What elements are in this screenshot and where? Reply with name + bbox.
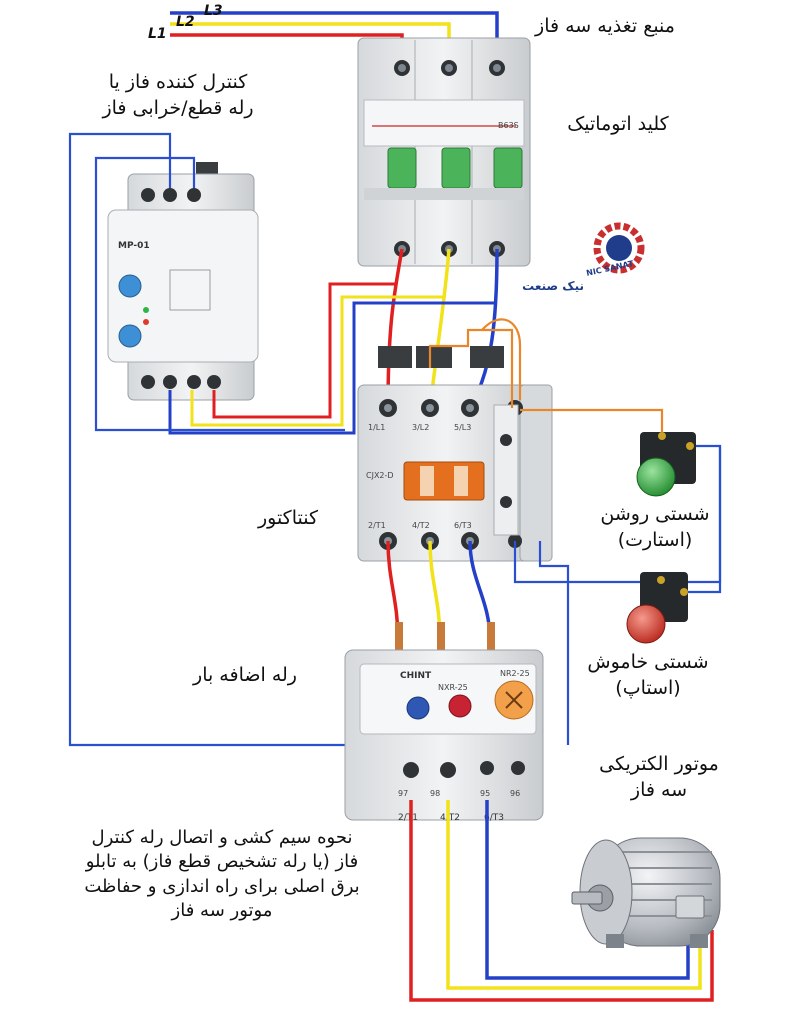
motor-label: موتور الکتریکی سه فاز bbox=[599, 753, 719, 801]
breaker-to-contactor-wires bbox=[386, 248, 499, 409]
overload-aux-2: 98 bbox=[430, 789, 440, 798]
overload-relay: CHINT NR2-25 NXR-25 97 98 95 96 2/T1 4/T… bbox=[344, 622, 544, 823]
overload-model-text: NR2-25 bbox=[500, 669, 530, 678]
contactor-terminal-top-3: 5/L3 bbox=[454, 423, 471, 432]
overload-aux-3: 95 bbox=[480, 789, 490, 798]
description-text: نحوه سیم کشی و اتصال رله کنترل فاز (یا ر… bbox=[84, 827, 360, 921]
contactor-terminal-bottom-1: 2/T1 bbox=[368, 521, 386, 530]
contactor-terminal-top-2: 3/L2 bbox=[412, 423, 429, 432]
phase-label-l1: L1 bbox=[148, 26, 167, 42]
breaker-model-text: B63S bbox=[498, 121, 519, 130]
phase-label-l3: L3 bbox=[204, 3, 223, 19]
stop-button-label: شستی خاموش (استاپ) bbox=[587, 651, 709, 699]
overload-terminal-2: 4/T2 bbox=[440, 813, 460, 823]
control-wires bbox=[428, 318, 722, 745]
contactor-label: کنتاکتور bbox=[257, 507, 319, 529]
contactor-model-text: CJX2-D bbox=[366, 471, 394, 480]
relay-model-text: MP-01 bbox=[118, 241, 150, 251]
overload-brand-text: CHINT bbox=[400, 671, 432, 681]
circuit-breaker: B63S bbox=[357, 37, 531, 267]
nic-sanat-logo: NIC SANAT نیک صنعت bbox=[522, 222, 645, 293]
overload-to-motor-wires bbox=[409, 800, 714, 1002]
logo-fa-text: نیک صنعت bbox=[522, 279, 584, 293]
start-button bbox=[636, 432, 696, 497]
overload-sub-text: NXR-25 bbox=[438, 683, 468, 692]
overload-aux-4: 96 bbox=[510, 789, 520, 798]
contactor-terminal-bottom-2: 4/T2 bbox=[412, 521, 430, 530]
phase-label-l2: L2 bbox=[176, 14, 195, 30]
phase-control-relay: MP-01 bbox=[107, 162, 259, 401]
overload-terminal-3: 6/T3 bbox=[484, 813, 504, 823]
overload-label: رله اضافه بار bbox=[193, 664, 297, 686]
contactor-terminal-bottom-3: 6/T3 bbox=[454, 521, 472, 530]
supply-label: منبع تغذیه سه فاز bbox=[535, 15, 675, 37]
phase-relay-label: کنترل کننده فاز یا رله قطع/خرابی فاز bbox=[102, 71, 254, 119]
start-button-label: شستی روشن (استارت) bbox=[600, 503, 710, 551]
overload-terminal-1: 2/T1 bbox=[398, 813, 418, 823]
three-phase-motor bbox=[571, 837, 721, 948]
logo-en-text: NIC SANAT bbox=[585, 259, 634, 278]
relay-sensing-wires bbox=[168, 282, 495, 435]
stop-button bbox=[626, 572, 688, 644]
overload-aux-1: 97 bbox=[398, 789, 408, 798]
breaker-label: کلید اتوماتیک bbox=[567, 113, 669, 135]
contactor-terminal-top-1: 1/L1 bbox=[368, 423, 385, 432]
